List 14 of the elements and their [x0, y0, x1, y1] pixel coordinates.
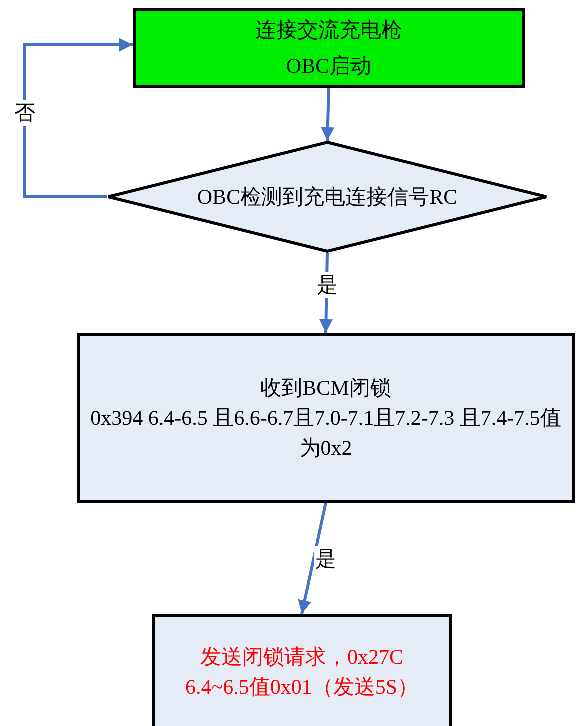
node-text: 0x394 6.4-6.5 且6.6-6.7且7.0-7.1且7.2-7.3 且7.4-7.5值为0x2	[90, 405, 562, 462]
edge-label: 是	[315, 272, 340, 298]
node-text: 发送闭锁请求，0x27C 6.4~6.5值0x01（发送5S）	[184, 644, 420, 700]
arrow	[298, 502, 328, 614]
process-box	[152, 614, 452, 726]
edge-label: 是	[314, 546, 338, 572]
node-text: OBC检测到充电连接信号RC	[197, 184, 458, 211]
process-box	[77, 333, 575, 503]
edge-label: 否	[12, 100, 38, 126]
node-text: 连接交流充电枪 OBC启动	[254, 17, 404, 80]
arrow	[321, 88, 335, 142]
process-box	[133, 8, 525, 88]
arrow	[24, 38, 133, 198]
node-text: 收到BCM闭锁	[260, 375, 392, 402]
